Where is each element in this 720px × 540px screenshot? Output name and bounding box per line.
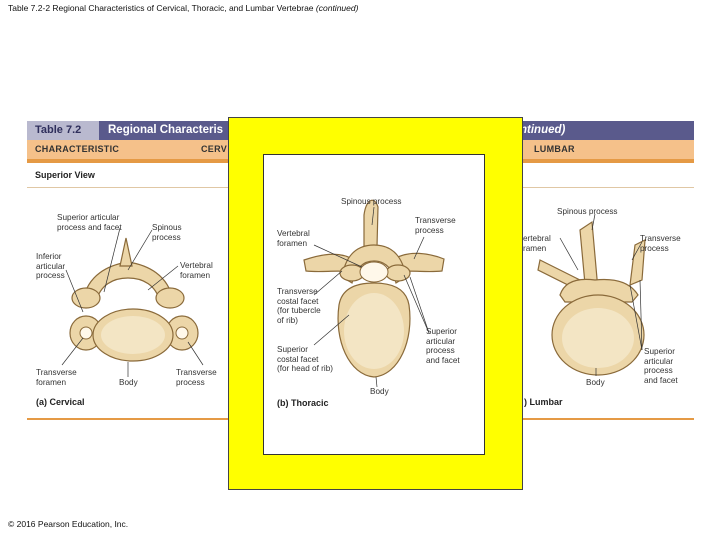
row-superior-view: Superior View bbox=[35, 170, 95, 180]
lumbar-label-vertebral-foramen: ertebral ramen bbox=[523, 234, 551, 253]
thoracic-label-spinous: Spinous process bbox=[341, 197, 402, 206]
thoracic-label-body: Body bbox=[370, 387, 389, 396]
copyright: © 2016 Pearson Education, Inc. bbox=[8, 519, 129, 529]
cervical-label-transverse-foramen: Transverse foramen bbox=[36, 368, 77, 387]
cervical-caption: (a) Cervical bbox=[36, 397, 85, 407]
cervical-label-vertebral-foramen: Vertebral foramen bbox=[180, 261, 213, 280]
lumbar-label-superior-articular: Superior articular process and facet bbox=[644, 347, 678, 385]
slide-title-main: Table 7.2-2 Regional Characteristics of … bbox=[8, 3, 314, 13]
col-lumbar: LUMBAR bbox=[534, 144, 575, 154]
lumbar-label-transverse-process: Transverse process bbox=[640, 234, 681, 253]
table-number: Table 7.2 bbox=[27, 121, 99, 140]
cervical-label-spinous: Spinous process bbox=[152, 223, 182, 242]
cervical-label-transverse-process: Transverse process bbox=[176, 368, 217, 387]
thoracic-panel: Spinous process Vertebral foramen Transv… bbox=[263, 154, 485, 455]
thoracic-label-transverse-costal: Transverse costal facet (for tubercle of… bbox=[277, 287, 321, 325]
cervical-label-inferior-articular: Inferior articular process bbox=[36, 252, 66, 280]
thoracic-vertebra-illustration bbox=[303, 199, 445, 388]
thoracic-label-superior-articular: Superior articular process and facet bbox=[426, 327, 460, 365]
table-continued: ntinued) bbox=[520, 124, 566, 136]
thoracic-label-vertebral-foramen: Vertebral foramen bbox=[277, 229, 310, 248]
col-cervical: CERV bbox=[201, 144, 228, 154]
slide-title: Table 7.2-2 Regional Characteristics of … bbox=[8, 3, 358, 13]
thoracic-caption: (b) Thoracic bbox=[277, 398, 329, 408]
thoracic-label-superior-costal: Superior costal facet (for head of rib) bbox=[277, 345, 333, 373]
lumbar-caption: ) Lumbar bbox=[524, 397, 563, 407]
cervical-label-body: Body bbox=[119, 378, 138, 387]
lumbar-label-body: Body bbox=[586, 378, 605, 387]
lumbar-label-spinous: Spinous process bbox=[557, 207, 618, 216]
cervical-vertebra-illustration bbox=[61, 227, 204, 377]
lumbar-vertebra-illustration bbox=[537, 213, 646, 376]
col-characteristic: CHARACTERISTIC bbox=[35, 144, 120, 154]
slide-title-suffix: (continued) bbox=[315, 3, 359, 13]
thoracic-label-transverse-process: Transverse process bbox=[415, 216, 456, 235]
cervical-label-superior-articular: Superior articular process and facet bbox=[57, 213, 122, 232]
table-title: Regional Characteris bbox=[108, 124, 224, 136]
